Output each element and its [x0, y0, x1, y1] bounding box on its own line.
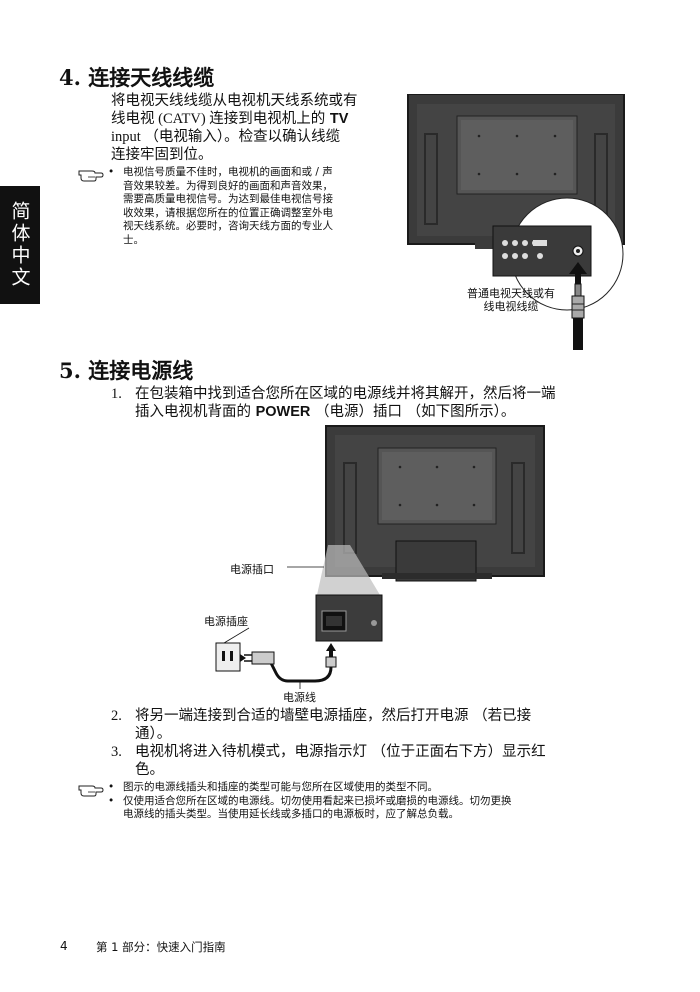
para-line: 连接牢固到位。 [111, 147, 213, 163]
step-text: （电源）插口 （如下图所示）。 [315, 404, 516, 420]
bullet: • [108, 781, 115, 793]
section-4-heading: 4. 连接天线线缆 [59, 62, 214, 92]
para-line: 线电视 (CATV) 连接到电视机上的 TV [111, 110, 401, 128]
step-number: 1. [111, 386, 122, 402]
power-bold: POWER [255, 404, 311, 420]
pointing-hand-note-icon [78, 170, 104, 182]
tv-rear-antenna-illustration [407, 94, 625, 350]
power-jack-label: 电源插口 [230, 563, 274, 576]
note-line: 电源线的插头类型。当使用延长线或多插口的电源板时，应了解总负载。 [123, 808, 459, 820]
note-line: 电视信号质量不佳时，电视机的画面和或 / 声 [123, 166, 333, 178]
section-4-number: 4. [59, 65, 81, 90]
bullet: • [108, 794, 115, 807]
chapter-title: 第 1 部分：快速入门指南 [96, 940, 226, 954]
language-tab: 简体中文 [0, 186, 40, 304]
section-4-title: 连接天线线缆 [88, 65, 215, 90]
pointing-hand-note-icon [78, 785, 104, 797]
note-line: 音效果较差。为得到良好的画面和声音效果， [123, 179, 333, 192]
note-item: • 仅使用适合您所在区域的电源线。切勿使用看起来已损坏或磨损的电源线。切勿更换 … [108, 795, 638, 822]
section-4-paragraph: 将电视天线线缆从电视机天线系统或有 线电视 (CATV) 连接到电视机上的 TV… [111, 92, 401, 164]
para-line: input （电视输入）。检查以确认线缆 [111, 129, 341, 145]
power-cord-label: 电源线 [283, 691, 316, 704]
note-line: 图示的电源线插头和插座的类型可能与您所在区域使用的类型不同。 [123, 781, 438, 793]
step-line: 将另一端连接到合适的墙壁电源插座，然后打开电源 （若已接 [135, 708, 532, 724]
section-5-notes: • 图示的电源线插头和插座的类型可能与您所在区域使用的类型不同。 • 仅使用适合… [108, 781, 638, 822]
label-line: 普通电视天线或有 [467, 287, 555, 300]
section-4-note: • 电视信号质量不佳时，电视机的画面和或 / 声 音效果较差。为得到良好的画面和… [108, 166, 398, 247]
step-line: 色。 [135, 762, 164, 778]
tv-bold: TV [329, 111, 349, 127]
para-text: 线电视 (CATV) 连接到电视机上的 [111, 111, 326, 127]
para-line: 将电视天线线缆从电视机天线系统或有 [111, 93, 358, 109]
section-5-heading: 5. 连接电源线 [59, 355, 193, 385]
note-item: • 图示的电源线插头和插座的类型可能与您所在区域使用的类型不同。 [108, 781, 638, 795]
step-text: 插入电视机背面的 [135, 404, 251, 420]
page-number: 4 [60, 939, 68, 953]
section-5-title: 连接电源线 [88, 358, 194, 383]
wall-socket-label: 电源插座 [204, 615, 248, 628]
step-line: 通）。 [135, 726, 172, 742]
section-5-step-3: 3. 电视机将进入待机模式，电源指示灯 （位于正面右下方）显示红 色。 [111, 743, 631, 779]
tv-rear-power-illustration [215, 425, 545, 689]
note-line: 视天线系统。必要时，咨询天线方面的专业人 [123, 220, 333, 232]
step-number: 3. [111, 744, 122, 760]
bullet: • [108, 166, 115, 178]
step-line: 插入电视机背面的 POWER （电源）插口 （如下图所示）。 [135, 403, 631, 421]
note-line: 士。 [123, 233, 144, 246]
note-line: 仅使用适合您所在区域的电源线。切勿使用看起来已损坏或磨损的电源线。切勿更换 [123, 794, 512, 807]
section-5-step-1: 1. 在包装箱中找到适合您所在区域的电源线并将其解开，然后将一端 插入电视机背面… [111, 385, 631, 421]
section-5-step-2: 2. 将另一端连接到合适的墙壁电源插座，然后打开电源 （若已接 通）。 [111, 707, 631, 743]
step-number: 2. [111, 708, 122, 724]
step-line: 在包装箱中找到适合您所在区域的电源线并将其解开，然后将一端 [135, 386, 556, 402]
note-line: 收效果，请根据您所在的位置正确调整室外电 [123, 206, 333, 219]
section-5-number: 5. [59, 358, 81, 383]
step-line: 电视机将进入待机模式，电源指示灯 （位于正面右下方）显示红 [135, 744, 546, 760]
note-line: 需要高质量电视信号。为达到最佳电视信号接 [123, 193, 333, 205]
label-line: 线电视线缆 [483, 300, 539, 313]
antenna-cable-label: 普通电视天线或有 线电视线缆 [452, 287, 570, 313]
